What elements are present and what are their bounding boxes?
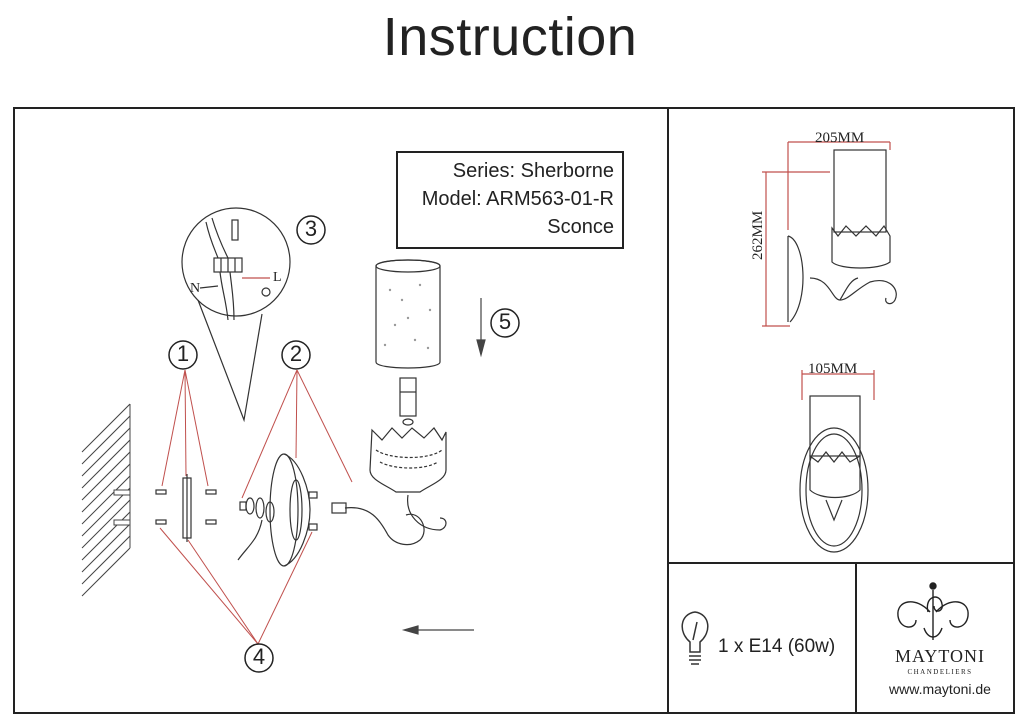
- step-4-circle: [244, 643, 274, 673]
- step-2-label: 2: [289, 341, 303, 366]
- product-info-box: Series: Sherborne Model: ARM563-01-R Sco…: [396, 151, 624, 249]
- shade-texture: [383, 283, 432, 350]
- page-title: Instruction: [382, 7, 638, 67]
- step-4-label: 4: [252, 644, 266, 669]
- lamp-assembly: [331, 259, 447, 546]
- brand-name: MAYTONI: [894, 646, 985, 666]
- down-arrow-icon: [476, 298, 486, 358]
- step-1-label: 1: [176, 341, 190, 366]
- brand-subtitle: CHANDELIERS: [907, 668, 973, 676]
- dimension-width-side: 205MM: [815, 130, 865, 146]
- wall-plate: [237, 453, 318, 567]
- step-5-circle: [490, 308, 520, 338]
- step-2-circle: [281, 340, 311, 370]
- live-wire-label: L: [273, 270, 282, 285]
- step-3-circle: [296, 215, 326, 245]
- dimension-height: 262MM: [750, 210, 766, 260]
- maytoni-logo-icon: [897, 582, 969, 640]
- series-label: Series: Sherborne: [452, 160, 614, 182]
- outer-frame: [13, 107, 1015, 714]
- leader-lines: [159, 369, 353, 645]
- step-circles: [168, 215, 520, 673]
- brand-url[interactable]: www.maytoni.de: [889, 681, 991, 697]
- wall-hatch: [81, 403, 131, 597]
- model-label: Model: ARM563-01-R: [421, 188, 614, 210]
- type-label: Sconce: [547, 216, 614, 238]
- step-1-circle: [168, 340, 198, 370]
- left-arrow-icon: [401, 625, 474, 635]
- wiring-callout: [181, 207, 291, 423]
- mounting-bracket: [155, 474, 217, 542]
- step-3-label: 3: [304, 216, 318, 241]
- dimension-width-front: 105MM: [808, 361, 858, 377]
- step-5-label: 5: [498, 309, 512, 334]
- light-bulb-icon: [681, 611, 709, 665]
- bulb-spec: 1 x E14 (60w): [718, 636, 836, 657]
- side-view-drawing: [762, 141, 897, 327]
- front-view-drawing: [799, 370, 875, 553]
- neutral-wire-label: N: [190, 281, 201, 296]
